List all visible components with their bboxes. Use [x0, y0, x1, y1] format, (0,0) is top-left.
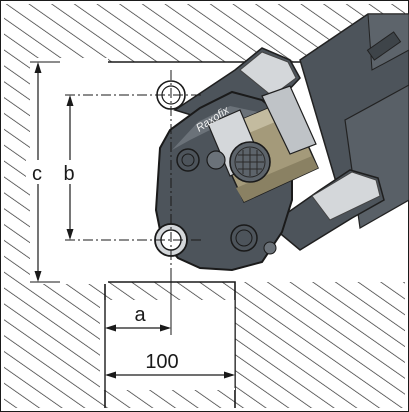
dimension-100: 100: [105, 300, 236, 388]
dimension-c: c: [26, 61, 60, 283]
upper-jaw-highlight: [239, 51, 297, 97]
jaw-bolt-upper-left: [176, 148, 200, 172]
jaw-bolt-upper-right: [206, 150, 226, 170]
lower-jaw-highlight: [311, 171, 381, 221]
dim-100-arrow-right: [224, 371, 235, 379]
dim-b-label-bg: [58, 160, 82, 184]
jaw-pin: [263, 241, 277, 255]
dim-b-arrow-top: [66, 95, 74, 106]
dim-a-arrow-left: [105, 324, 116, 332]
dim-c-label-bg: [26, 160, 48, 184]
knurl-pattern: [236, 148, 264, 176]
dim-c-arrow-bottom: [34, 271, 42, 282]
dimension-b: b: [58, 95, 82, 240]
dim-c-arrow-top: [34, 62, 42, 73]
tool-slot: [366, 31, 402, 61]
dim-b-arrow-bottom: [66, 229, 74, 240]
dim-b-label: b: [63, 163, 74, 185]
dimension-a: a: [105, 304, 171, 332]
dimension-area-bottom: [100, 300, 235, 390]
sleeve-right: [261, 85, 317, 155]
jaw-bolt-upper-left-ring: [181, 153, 195, 167]
centerlines: [65, 70, 202, 268]
jaw-bolt-lower-ring: [235, 229, 253, 247]
press-tool: Raxofix: [154, 13, 409, 272]
jaw-connector-bottom: [236, 156, 318, 202]
dim-c-label: c: [32, 163, 42, 185]
knurled-knob-ring: [234, 146, 266, 178]
jaw-bolt-lower: [230, 224, 258, 252]
dim-100-arrow-left: [105, 371, 116, 379]
dim-a-arrow-right: [160, 324, 171, 332]
dim-100-label: 100: [145, 351, 178, 373]
dim-a-label: a: [134, 304, 146, 326]
